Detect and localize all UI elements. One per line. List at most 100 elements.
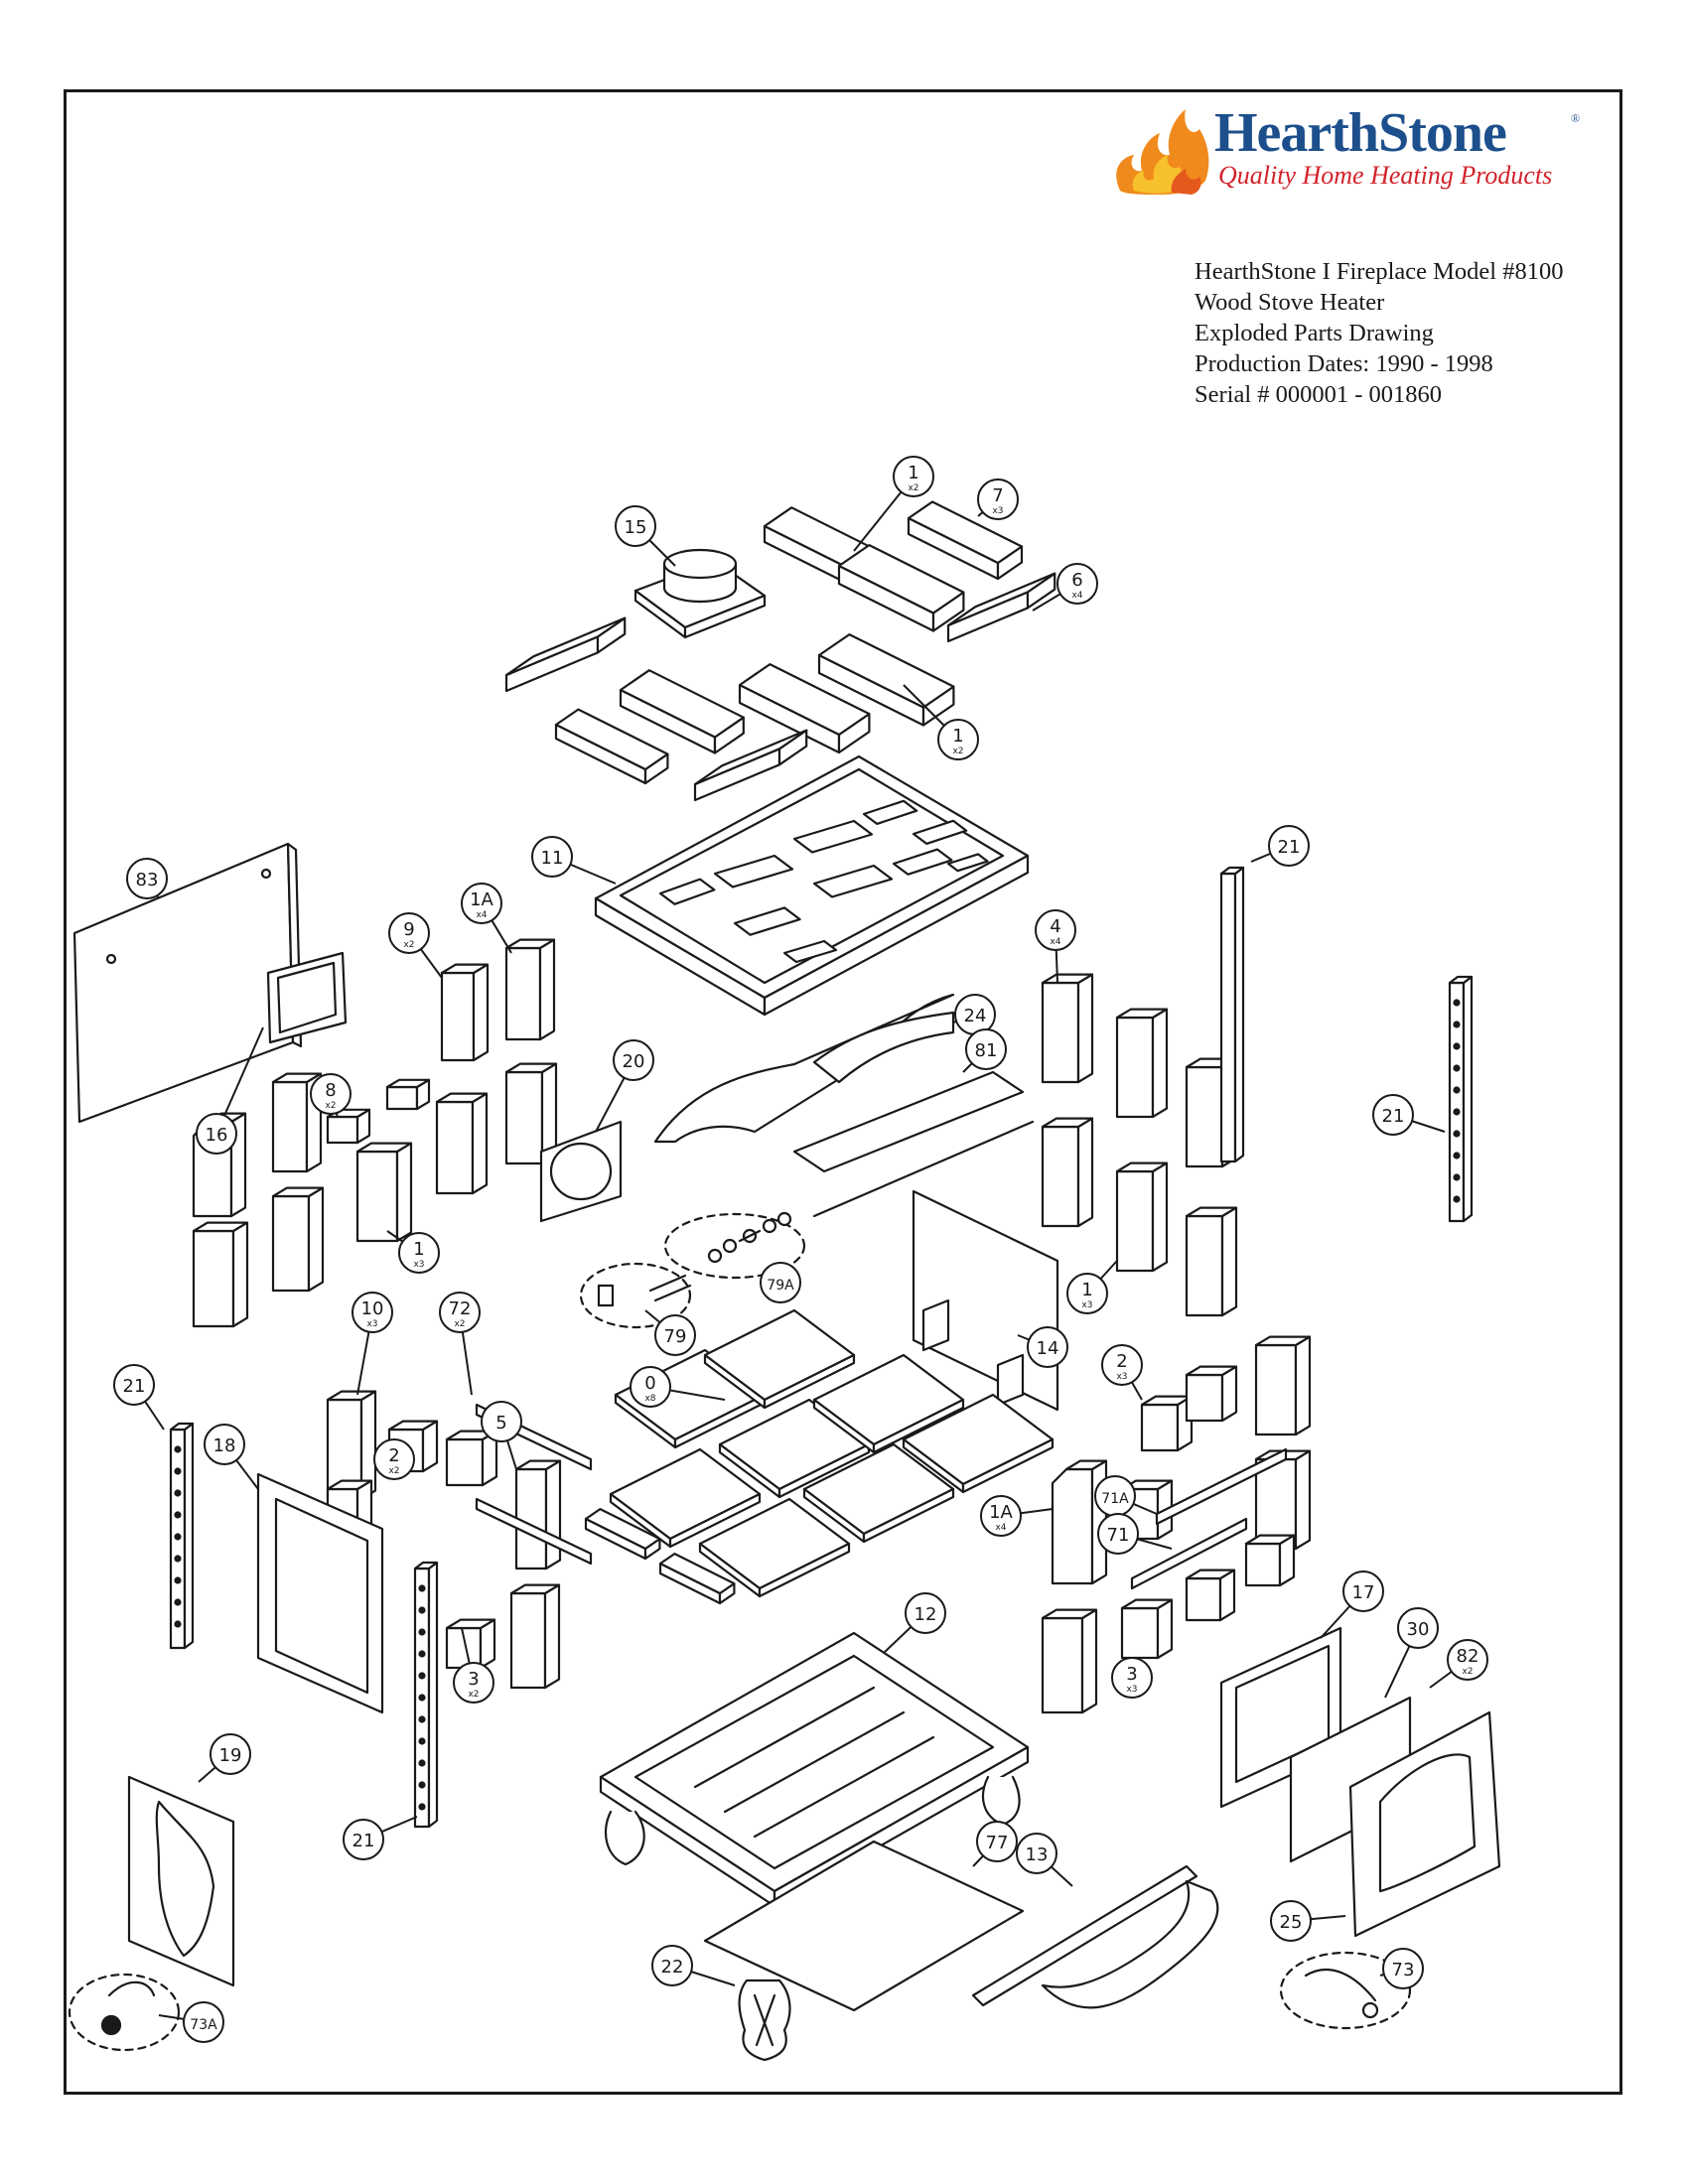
- svg-text:5: 5: [495, 1413, 506, 1433]
- brick-right-tall: [1254, 1335, 1312, 1436]
- callout-2: 2x2: [373, 1438, 415, 1480]
- svg-text:18: 18: [213, 1435, 236, 1456]
- svg-text:x3: x3: [1126, 1685, 1137, 1695]
- svg-text:x2: x2: [1462, 1667, 1473, 1677]
- svg-text:4: 4: [1050, 916, 1060, 937]
- baffle-81: [792, 1070, 1035, 1218]
- svg-text:x4: x4: [1071, 591, 1082, 601]
- svg-text:x2: x2: [908, 483, 918, 493]
- callout-4: 4x4: [1035, 909, 1076, 984]
- rail-71a: [1155, 1447, 1288, 1526]
- callout-1: 1x2: [853, 456, 934, 552]
- flame-icon: [1116, 109, 1209, 195]
- top-stone-1a: [837, 543, 965, 632]
- brick-1-left: [355, 1142, 413, 1243]
- brick-right-small: [1244, 1534, 1296, 1587]
- model-title: HearthStone I Fireplace Model #8100: [1195, 258, 1564, 285]
- callout-77: 77: [972, 1821, 1018, 1867]
- svg-text:21: 21: [123, 1376, 146, 1397]
- svg-text:15: 15: [625, 517, 647, 538]
- brick-right: [1185, 1206, 1238, 1317]
- svg-text:1: 1: [908, 463, 918, 483]
- brick-4: [1041, 1117, 1094, 1228]
- callout-79a: 79A: [760, 1262, 801, 1303]
- callout-1: 1x2: [903, 684, 979, 760]
- callout-30: 30: [1384, 1607, 1439, 1699]
- handle-73: [1279, 1951, 1412, 2030]
- svg-text:73: 73: [1392, 1960, 1415, 1980]
- svg-text:x3: x3: [992, 506, 1003, 516]
- svg-text:21: 21: [1278, 837, 1301, 858]
- svg-text:14: 14: [1037, 1338, 1059, 1359]
- hearthstone-logo: HearthStone ® Quality Home Heating Produ…: [1112, 99, 1589, 199]
- svg-text:30: 30: [1407, 1619, 1430, 1640]
- top-stone: [554, 708, 669, 785]
- page-border: [64, 89, 1622, 2095]
- svg-text:7: 7: [992, 485, 1003, 506]
- brick-5: [514, 1459, 562, 1570]
- callout-79: 79: [644, 1309, 696, 1356]
- svg-text:9: 9: [403, 919, 414, 940]
- callout-83: 83: [126, 858, 168, 899]
- air-valve-79: [579, 1262, 692, 1329]
- callout-0: 0x8: [630, 1366, 726, 1408]
- floor-brick-0: [698, 1497, 851, 1598]
- svg-text:12: 12: [914, 1604, 937, 1625]
- top-stone: [693, 729, 808, 802]
- column-21-far-right: [1448, 975, 1474, 1223]
- front-skirt-13: [971, 1864, 1219, 2009]
- svg-text:25: 25: [1280, 1912, 1303, 1933]
- callout-22: 22: [651, 1945, 736, 1986]
- callout-18: 18: [204, 1424, 259, 1490]
- floor-brick-0: [609, 1447, 762, 1549]
- callout-13: 13: [1016, 1833, 1073, 1887]
- callout-21: 21: [1250, 825, 1310, 867]
- column-21-right-rear: [1219, 866, 1245, 1163]
- svg-text:2: 2: [1116, 1351, 1127, 1372]
- door-18: [256, 1472, 384, 1714]
- svg-text:17: 17: [1352, 1582, 1375, 1603]
- svg-text:1: 1: [952, 726, 963, 747]
- svg-text:x2: x2: [952, 747, 963, 756]
- door-19: [127, 1775, 235, 1987]
- svg-text:82: 82: [1457, 1646, 1479, 1667]
- callout-73a: 73A: [158, 2001, 224, 2043]
- brick-left: [192, 1221, 249, 1328]
- svg-text:21: 21: [1382, 1106, 1405, 1127]
- svg-text:73A: 73A: [190, 2017, 217, 2033]
- brick-3-right: [1120, 1598, 1174, 1660]
- callout-1: 1x3: [386, 1230, 440, 1274]
- svg-text:2: 2: [388, 1445, 399, 1466]
- svg-text:1A: 1A: [470, 889, 493, 910]
- top-stone-1b: [817, 632, 955, 727]
- brick-right-small: [1185, 1569, 1236, 1622]
- brick-3-left: [445, 1618, 496, 1670]
- callout-5: 5: [481, 1401, 522, 1470]
- brick-left-small: [445, 1430, 498, 1487]
- svg-text:x2: x2: [403, 940, 414, 950]
- svg-text:83: 83: [136, 870, 159, 890]
- flue-collar-15: [633, 548, 767, 639]
- callout-81: 81: [962, 1028, 1007, 1073]
- svg-text:77: 77: [986, 1833, 1009, 1853]
- svg-text:x2: x2: [388, 1466, 399, 1476]
- door-frame-25: [1348, 1710, 1501, 1938]
- callout-7: 7x3: [977, 478, 1019, 520]
- floor-strip: [584, 1507, 661, 1561]
- floor-brick-0: [812, 1353, 965, 1454]
- svg-text:x3: x3: [1116, 1372, 1127, 1382]
- production-dates: Production Dates: 1990 - 1998: [1195, 350, 1493, 377]
- svg-text:x3: x3: [366, 1319, 377, 1329]
- leg-22: [738, 1979, 791, 2062]
- brick-4: [1041, 973, 1094, 1084]
- top-stone: [504, 616, 627, 693]
- svg-text:1: 1: [1081, 1280, 1092, 1300]
- callout-11: 11: [531, 836, 617, 885]
- callout-3: 3x2: [453, 1627, 494, 1704]
- callout-3: 3x3: [1111, 1657, 1153, 1699]
- model-info: HearthStone I Fireplace Model #8100 Wood…: [1195, 256, 1563, 410]
- callout-21: 21: [343, 1816, 418, 1860]
- svg-text:24: 24: [964, 1006, 987, 1026]
